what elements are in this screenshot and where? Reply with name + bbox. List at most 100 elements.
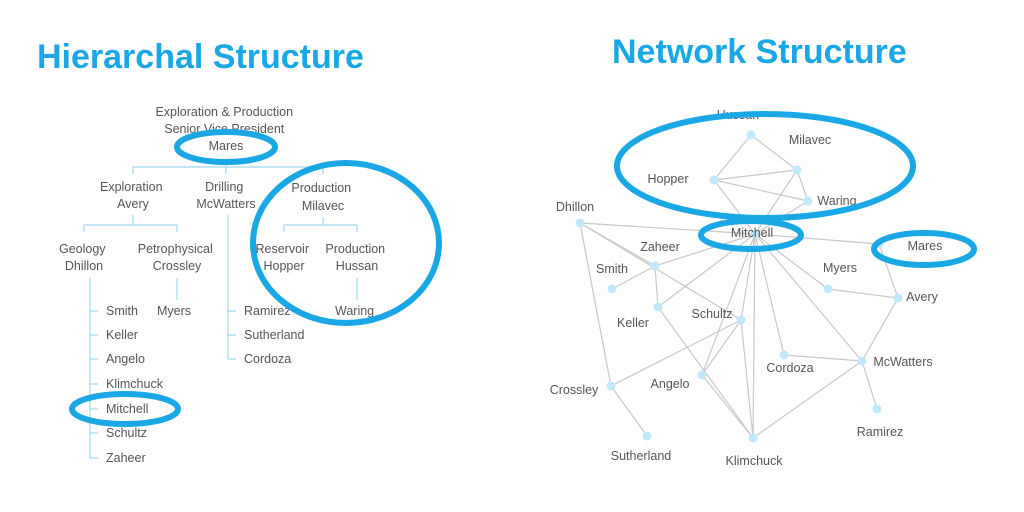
- network-edge: [754, 233, 880, 245]
- org-box-reservoir: Reservoir Hopper: [256, 242, 313, 273]
- org-team-member: Zaheer: [106, 451, 146, 465]
- network-node: [746, 130, 756, 140]
- network-node-label: McWatters: [873, 355, 932, 369]
- network-node: [748, 433, 758, 443]
- network-edge: [701, 374, 754, 439]
- highlight-ring-mares-node: [871, 230, 977, 268]
- org-lead-name: Hopper: [264, 259, 305, 273]
- network-node: [575, 218, 585, 228]
- network-node-label: Angelo: [651, 377, 690, 391]
- org-box-exploration: Exploration Avery: [100, 180, 166, 211]
- highlight-ring-mitchell: [69, 391, 181, 427]
- org-team-member: Angelo: [106, 352, 145, 366]
- org-box-petrophysical: Petrophysical Crossley: [138, 242, 217, 273]
- network-edge: [827, 288, 899, 299]
- network-edge: [783, 354, 863, 362]
- network-edge: [713, 179, 756, 235]
- network-highlight-rings: [614, 111, 977, 268]
- network-node-label: Mitchell: [731, 226, 773, 240]
- network-node: [697, 370, 707, 380]
- network-edge: [610, 385, 648, 437]
- org-manager-name: Milavec: [302, 199, 344, 213]
- network-nodes: [575, 130, 903, 443]
- org-group-label: Petrophysical: [138, 242, 213, 256]
- network-graph: HussanMilavecHopperWaringDhillonMitchell…: [550, 108, 977, 468]
- org-top-name: Mares: [209, 139, 244, 153]
- network-node: [857, 356, 867, 366]
- network-node: [750, 229, 760, 239]
- org-manager-name: McWatters: [196, 197, 255, 211]
- org-lead-name: Dhillon: [65, 259, 103, 273]
- network-edge: [754, 233, 829, 290]
- network-node-label: Ramirez: [857, 425, 904, 439]
- network-node: [872, 404, 882, 414]
- network-structure-title: Network Structure: [612, 33, 907, 71]
- network-node: [803, 196, 813, 206]
- network-node: [653, 302, 663, 312]
- network-edge: [579, 222, 742, 321]
- org-top-label: Exploration & Production: [155, 105, 293, 119]
- highlight-ring-hopper-group: [614, 111, 916, 221]
- network-node: [823, 284, 833, 294]
- network-node-label: Klimchuck: [726, 454, 784, 468]
- network-edge: [752, 233, 756, 439]
- network-edge: [701, 233, 756, 376]
- org-manager-name: Avery: [117, 197, 149, 211]
- network-node: [709, 175, 719, 185]
- network-node-label: Crossley: [550, 383, 599, 397]
- network-node: [650, 261, 660, 271]
- highlight-ring-production-team: [250, 160, 442, 326]
- network-node-label: Schultz: [692, 307, 733, 321]
- network-edge: [654, 233, 756, 267]
- network-edge: [752, 360, 863, 439]
- network-node-label: Cordoza: [766, 361, 813, 375]
- org-highlight-rings: [69, 129, 442, 427]
- network-edge: [713, 134, 752, 181]
- highlight-ring-mares: [174, 129, 278, 165]
- network-edge: [713, 169, 798, 181]
- network-node: [779, 350, 789, 360]
- network-edge: [654, 265, 659, 308]
- highlight-ring-mitchell-node: [698, 218, 804, 252]
- network-node: [792, 165, 802, 175]
- org-group-label: Geology: [59, 242, 106, 256]
- network-node: [642, 431, 652, 441]
- network-edge: [579, 222, 612, 387]
- org-team-member: Waring: [335, 304, 374, 318]
- network-edge: [701, 319, 742, 376]
- org-team-member: Myers: [157, 304, 191, 318]
- network-node: [893, 293, 903, 303]
- org-department-label: Drilling: [205, 180, 243, 194]
- network-node-label: Waring: [817, 194, 856, 208]
- network-edges: [579, 134, 899, 439]
- org-team-member: Keller: [106, 328, 138, 342]
- network-edge: [861, 360, 878, 410]
- org-team-member: Ramirez: [244, 304, 291, 318]
- network-node-label: Milavec: [789, 133, 831, 147]
- network-node: [736, 315, 746, 325]
- org-team-member: Sutherland: [244, 328, 305, 342]
- network-node-label: Avery: [906, 290, 938, 304]
- network-edge: [878, 243, 899, 299]
- network-node-label: Keller: [617, 316, 649, 330]
- org-team-member: Schultz: [106, 426, 147, 440]
- network-edge: [796, 169, 809, 202]
- network-node-label: Zaheer: [640, 240, 680, 254]
- org-lead-name: Hussan: [336, 259, 378, 273]
- network-edge: [740, 319, 754, 439]
- network-edge: [611, 265, 656, 290]
- network-node-label: Mares: [908, 239, 943, 253]
- org-department-label: Production: [291, 181, 351, 195]
- network-edge: [750, 134, 798, 171]
- org-group-label: Reservoir: [256, 242, 310, 256]
- org-team-member: Smith: [106, 304, 138, 318]
- org-department-label: Exploration: [100, 180, 163, 194]
- org-chart: Exploration & Production Senior Vice Pre…: [59, 105, 442, 465]
- org-team-member: Klimchuck: [106, 377, 164, 391]
- network-node-label: Hopper: [648, 172, 689, 186]
- network-labels: HussanMilavecHopperWaringDhillonMitchell…: [550, 108, 943, 468]
- network-edge: [754, 233, 785, 356]
- org-group-label: Production: [325, 242, 385, 256]
- network-node-label: Dhillon: [556, 200, 594, 214]
